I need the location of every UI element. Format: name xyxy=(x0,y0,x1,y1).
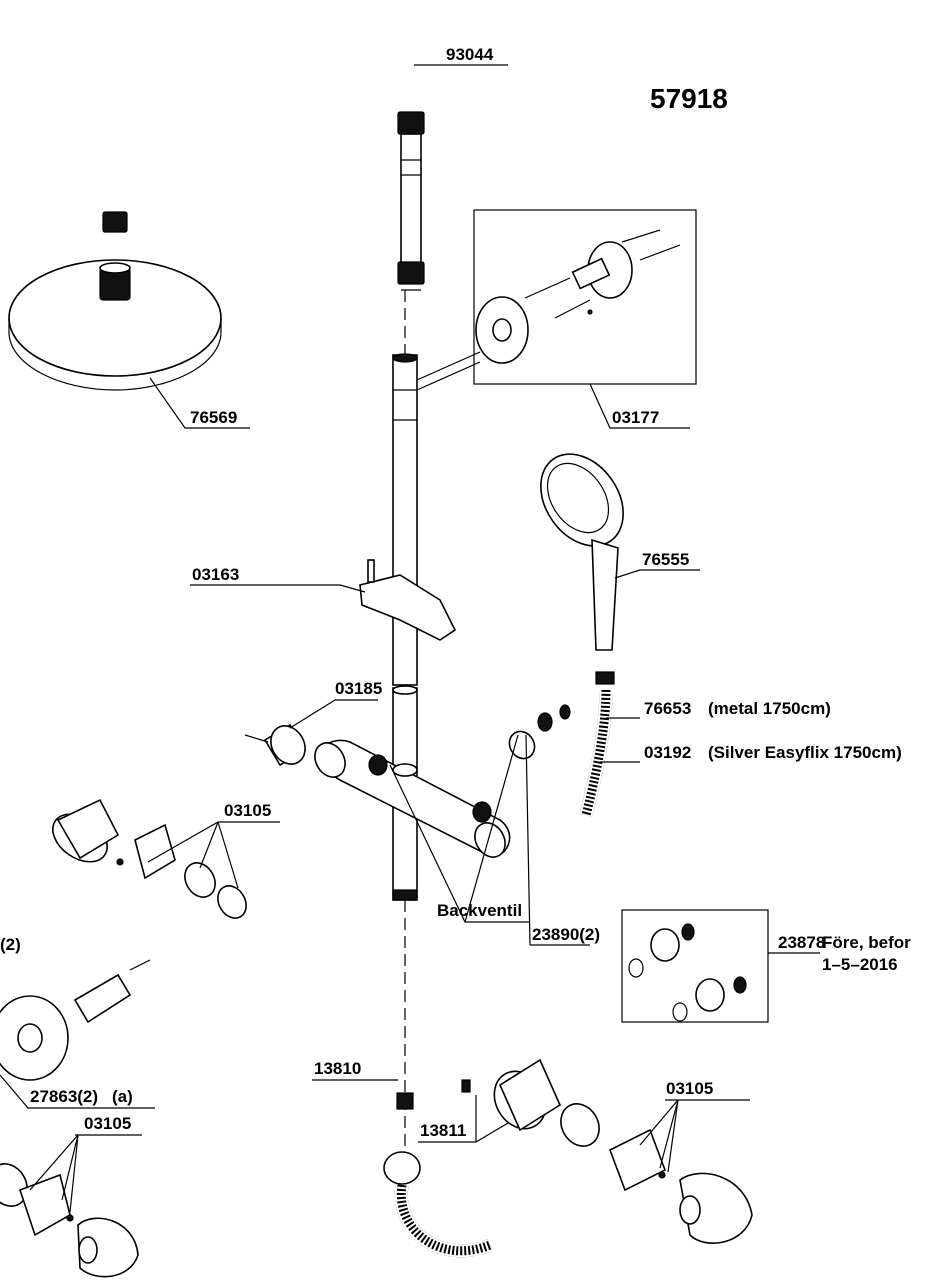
leader-03163 xyxy=(190,584,366,593)
shower-hose-bottom xyxy=(383,1151,493,1258)
label-03192-note: (Silver Easyflix 1750cm) xyxy=(708,743,902,762)
label-13811: 13811 xyxy=(420,1121,466,1140)
label-left-2: (2) xyxy=(0,935,21,954)
cartridge-right xyxy=(493,1058,600,1147)
leader-03105-right-d xyxy=(667,1099,679,1173)
label-93044: 93044 xyxy=(446,45,494,64)
screw-13811 xyxy=(461,1079,471,1093)
label-03163: 03163 xyxy=(192,565,239,584)
hand-shower xyxy=(540,453,624,685)
label-03105-top: 03105 xyxy=(224,801,271,820)
shower-hose-hand xyxy=(579,689,613,817)
handshower-slider xyxy=(359,559,457,641)
label-76653: 76653 xyxy=(644,699,691,718)
label-27863: 27863(2) xyxy=(30,1087,98,1106)
shower-arm xyxy=(99,7,425,291)
label-23890: 23890(2) xyxy=(532,925,600,944)
label-03105-right: 03105 xyxy=(666,1079,713,1098)
leader-03105-right-b xyxy=(639,1099,679,1146)
label-76555: 76555 xyxy=(642,550,689,569)
label-03105-bottom: 03105 xyxy=(84,1114,131,1133)
handle-left-bottom-parts xyxy=(0,1163,139,1278)
label-03192: 03192 xyxy=(644,743,691,762)
label-76653-note: (metal 1750cm) xyxy=(708,699,831,718)
leader-03105-top-b xyxy=(199,821,219,869)
label-23878-note2: 1–5–2016 xyxy=(822,955,898,974)
wall-bracket-kit xyxy=(473,209,697,385)
label-23878-note1: Före, befor xyxy=(822,933,911,952)
riser-rail-upper xyxy=(392,351,481,686)
handle-left-top-parts xyxy=(52,798,247,919)
leader-03105-bottom-c xyxy=(61,1134,79,1201)
cartridge-left xyxy=(244,723,307,767)
leader-27863 xyxy=(0,1074,155,1109)
label-27863-suffix: (a) xyxy=(112,1087,133,1106)
label-backventil: Backventil xyxy=(437,901,522,920)
label-13810: 13810 xyxy=(314,1059,361,1078)
leader-03185 xyxy=(289,699,378,729)
leader-23890-b xyxy=(525,734,531,946)
label-23878: 23878 xyxy=(778,933,825,952)
label-03177: 03177 xyxy=(612,408,659,427)
leader-backventil-b xyxy=(464,734,519,923)
label-76569: 76569 xyxy=(190,408,237,427)
product-number: 57918 xyxy=(650,83,728,114)
nipple-13810 xyxy=(396,1092,414,1110)
leader-03105-top-a xyxy=(147,821,219,863)
check-valve xyxy=(508,704,571,760)
label-03185: 03185 xyxy=(335,679,382,698)
head-shower xyxy=(8,259,222,391)
leader-76555 xyxy=(614,569,700,579)
leader-03105-bottom-d xyxy=(69,1134,79,1213)
leader-03105-right-c xyxy=(659,1099,679,1169)
leader-03105-bottom-b xyxy=(29,1134,79,1191)
eccentric-connector xyxy=(0,959,151,1081)
handle-right-parts xyxy=(608,1128,753,1244)
check-valve-old-kit xyxy=(621,909,769,1023)
leader-03105-top-c xyxy=(217,821,239,889)
leader-76569 xyxy=(149,377,250,429)
leader-03177 xyxy=(589,383,690,429)
